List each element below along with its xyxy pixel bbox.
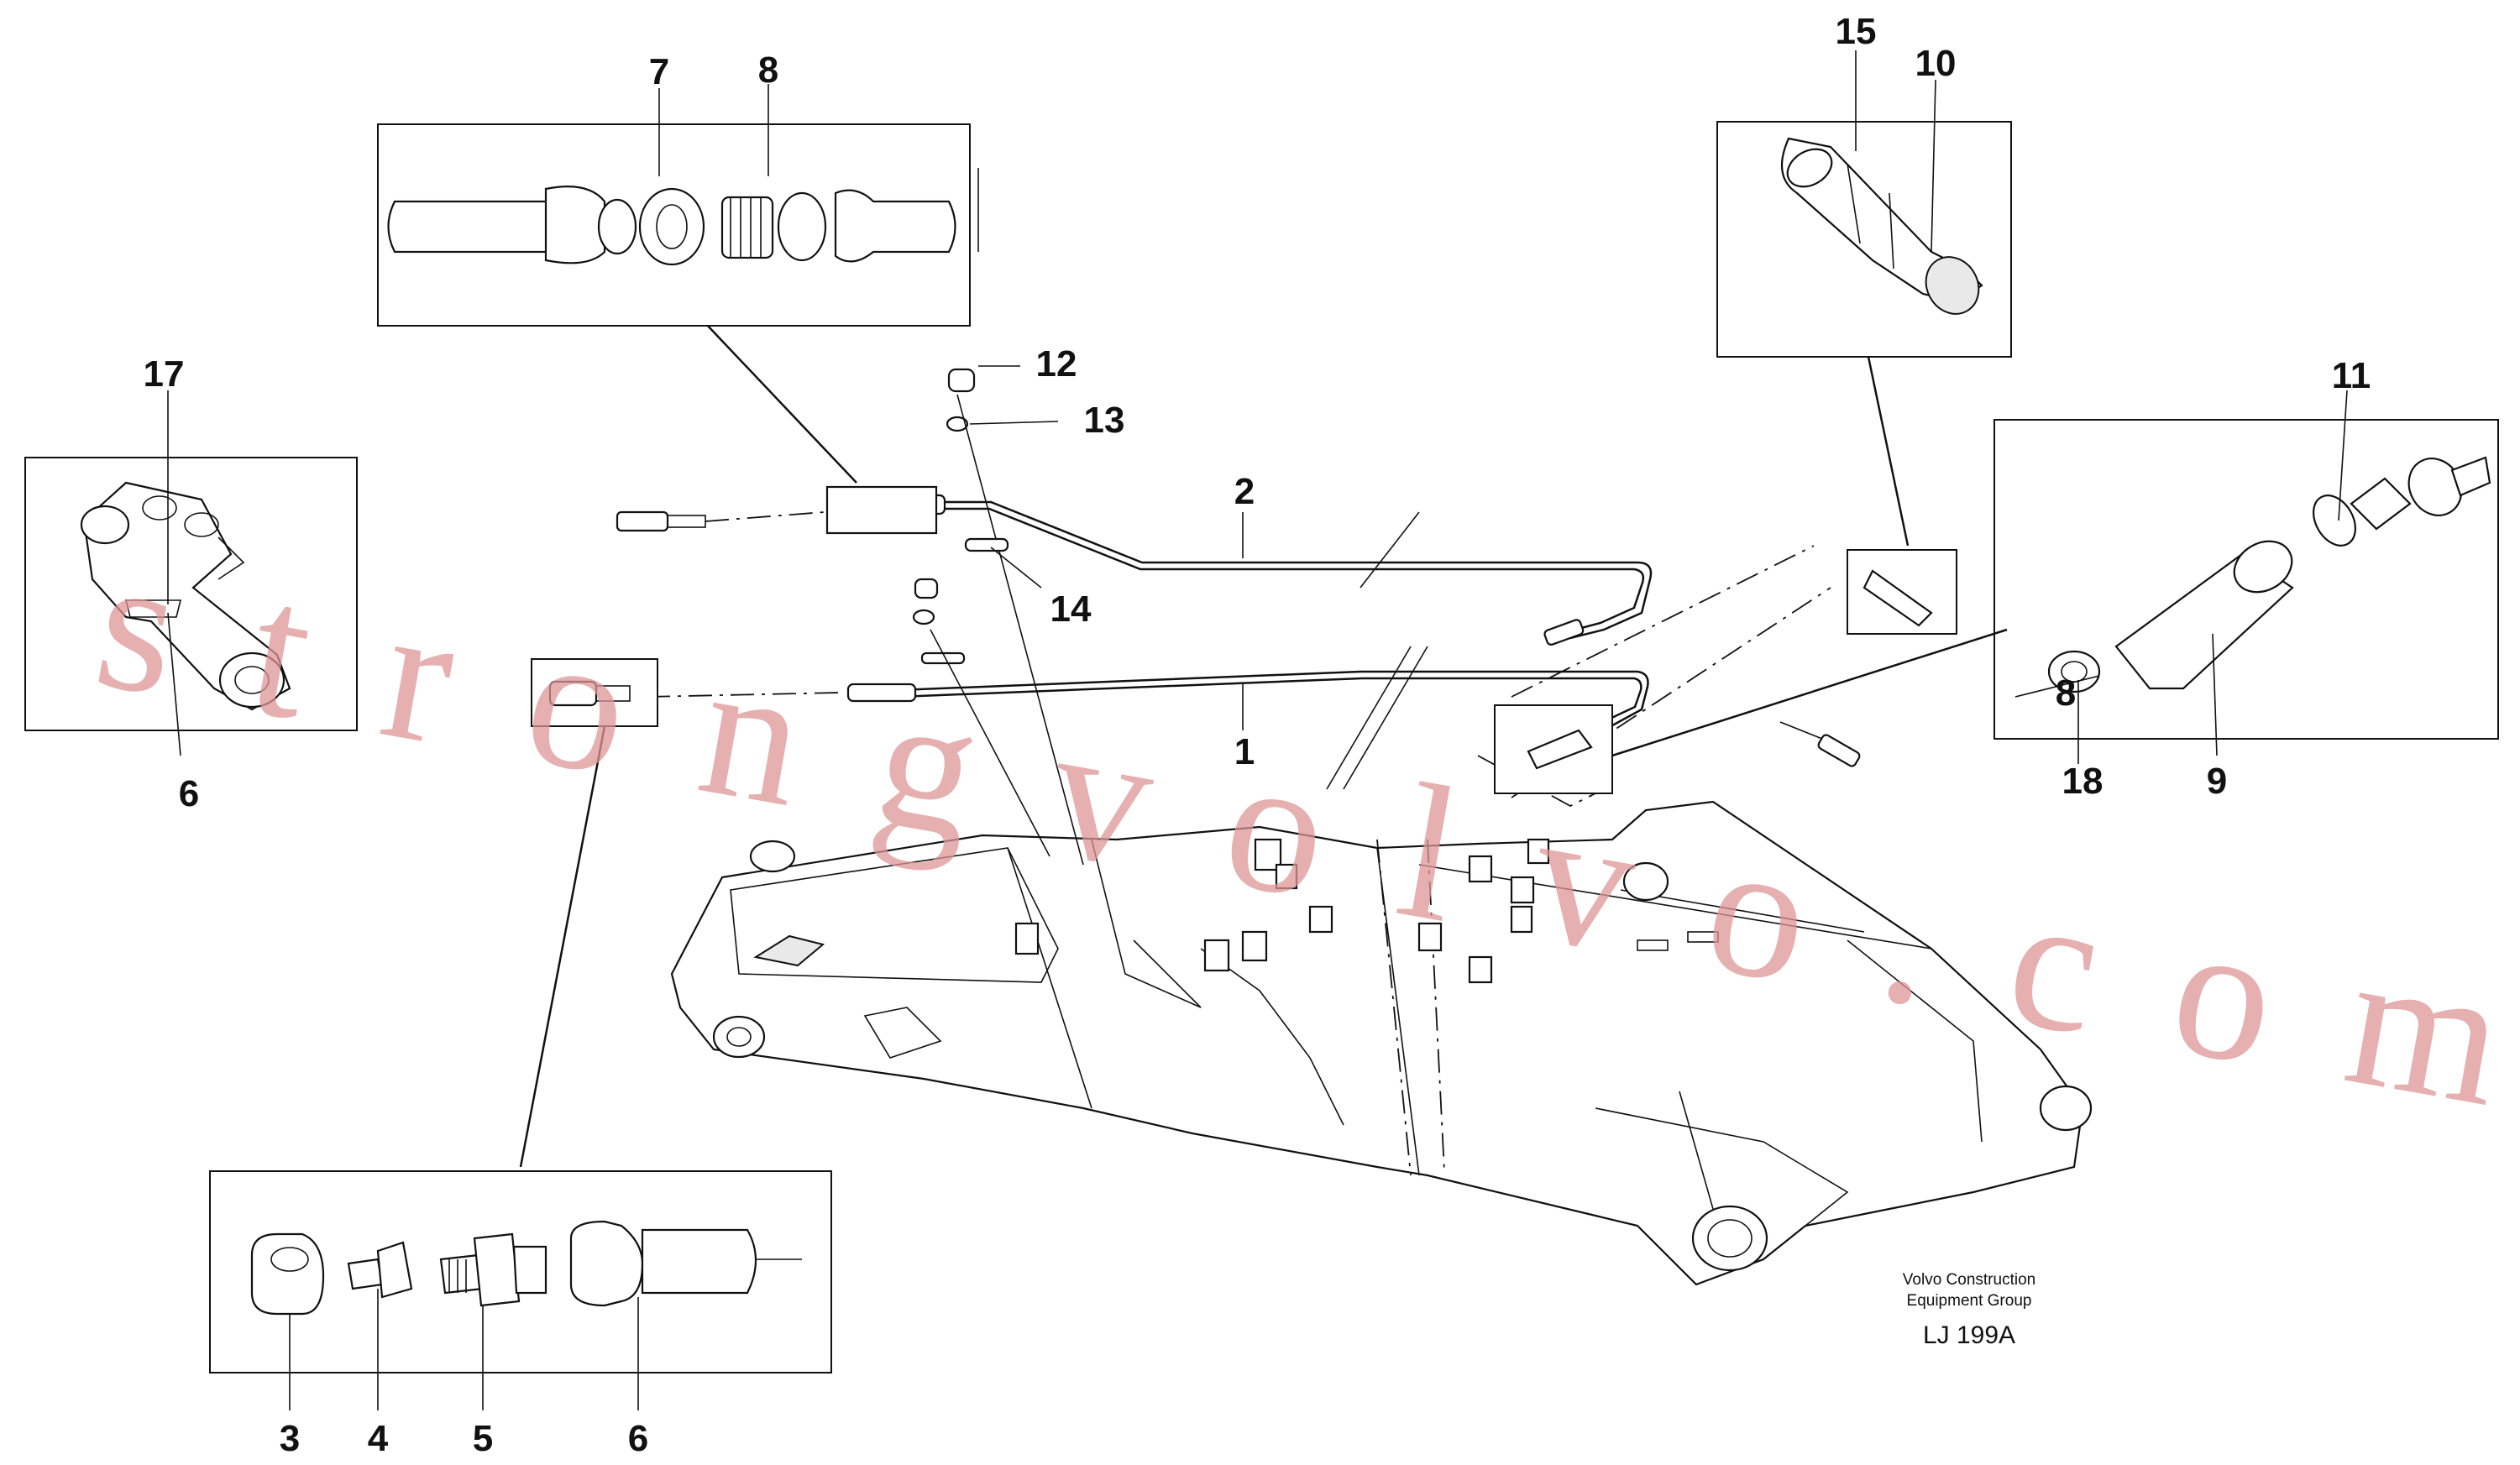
publisher-line-1: Volvo Construction xyxy=(1903,1271,2035,1289)
callout-8-right: 8 xyxy=(2056,672,2076,714)
reference-code: LJ 199A xyxy=(1923,1321,2015,1349)
callout-5: 5 xyxy=(473,1418,493,1459)
callout-6-bottom: 6 xyxy=(628,1418,648,1459)
publisher-line-2: Equipment Group xyxy=(1907,1292,2032,1310)
callout-8-top: 8 xyxy=(758,50,778,91)
callout-3: 3 xyxy=(280,1418,300,1459)
callout-9: 9 xyxy=(2207,761,2227,802)
callout-1: 1 xyxy=(1234,731,1255,772)
callout-labels: 1 2 3 4 5 6 6 7 8 8 9 10 11 12 13 14 15 … xyxy=(144,11,2371,1459)
leader-lines xyxy=(167,50,2348,1410)
callout-18: 18 xyxy=(2062,761,2103,802)
callout-11: 11 xyxy=(2332,355,2371,396)
detail-box-top xyxy=(377,123,979,535)
boom-arm xyxy=(670,800,2093,1286)
callout-6-left: 6 xyxy=(179,773,199,814)
callout-17: 17 xyxy=(144,353,185,395)
callout-7: 7 xyxy=(649,51,669,92)
callout-4: 4 xyxy=(368,1418,389,1459)
detail-box-left xyxy=(24,457,358,731)
callout-10: 10 xyxy=(1915,43,1957,84)
detail-box-bottom-left xyxy=(209,658,832,1373)
callout-2: 2 xyxy=(1234,471,1255,512)
callout-14: 14 xyxy=(1050,589,1092,630)
callout-12: 12 xyxy=(1036,343,1077,385)
callout-13: 13 xyxy=(1084,400,1125,441)
callout-15: 15 xyxy=(1836,11,1877,52)
detail-box-right xyxy=(1494,419,2499,794)
detail-box-top-right xyxy=(1716,121,2012,635)
